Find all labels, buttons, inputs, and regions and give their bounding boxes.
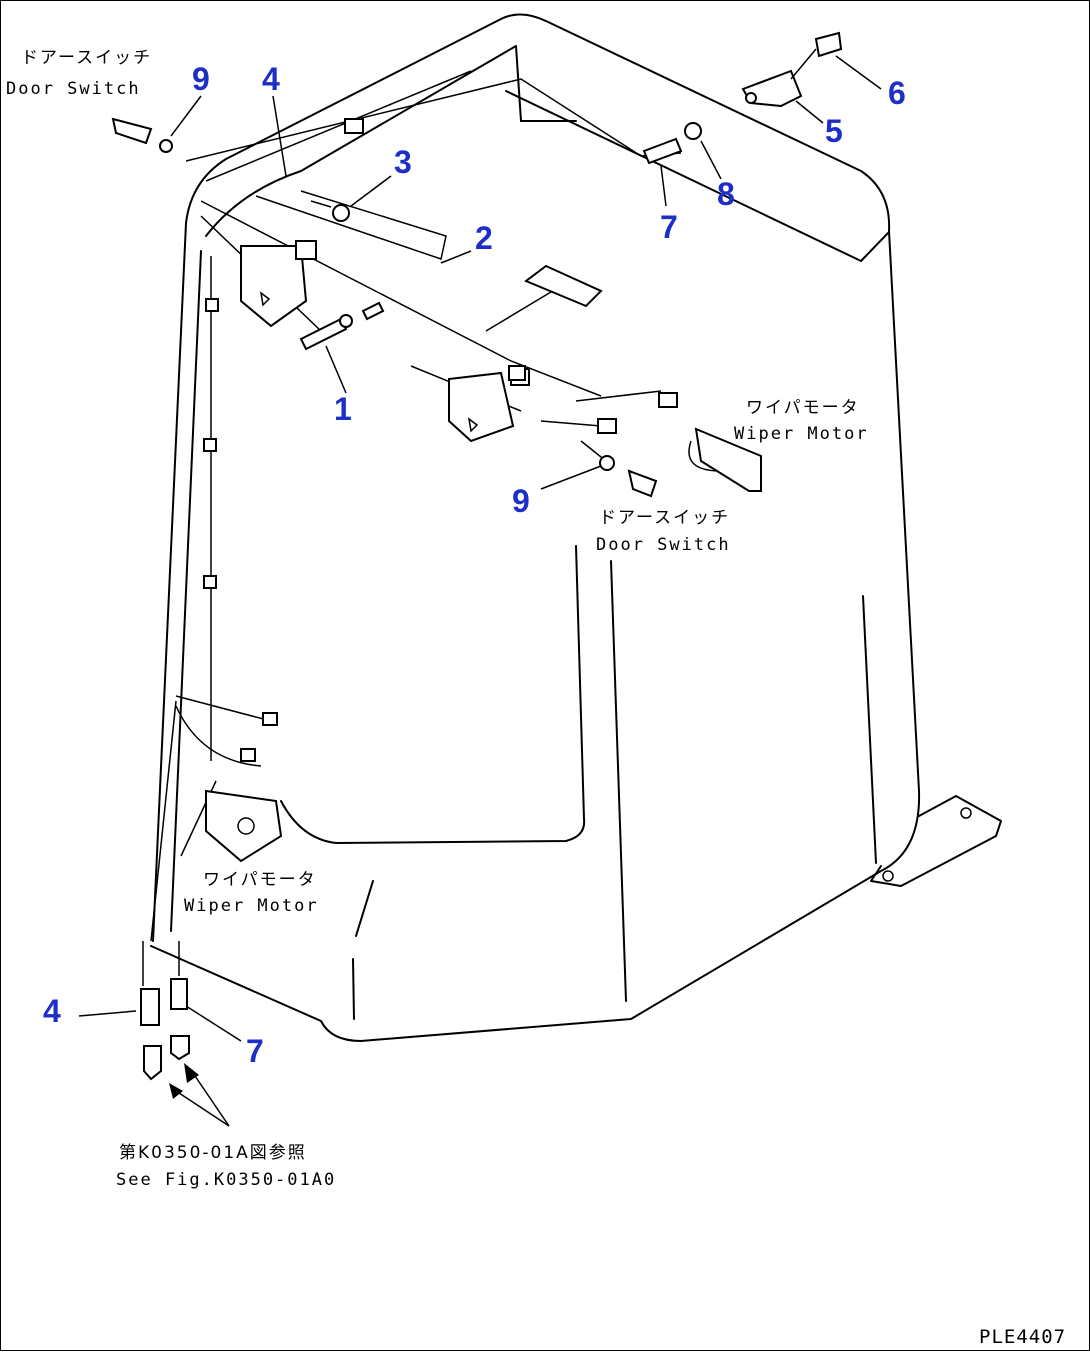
leader-lines [78, 55, 882, 1127]
part-9-grommet-icon [599, 455, 615, 471]
components [111, 31, 843, 1081]
wiper-motor-upper-icon [240, 240, 317, 328]
connector-icon [203, 575, 217, 589]
part-8-nut-icon [684, 122, 702, 140]
callout-4-top: 4 [262, 61, 280, 97]
door-switch-label-jp: ドアースイッチ [21, 48, 152, 68]
callout-7-bottom: 7 [246, 1033, 264, 1069]
part-5-bracket-icon [741, 69, 803, 108]
wiper-motor-lower-icon [205, 789, 283, 863]
drawing-code: PLE4407 [979, 1326, 1066, 1348]
door-switch-label-en: Door Switch [6, 79, 141, 99]
see-figure-label-en: See Fig.K0350-01A0 [116, 1170, 336, 1190]
callout-7-top: 7 [660, 209, 678, 245]
wiper-motor-label-jp-left: ワイパモータ [203, 870, 317, 890]
callout-4-bottom: 4 [43, 993, 61, 1029]
callout-8: 8 [717, 176, 735, 212]
see-figure-label-jp: 第K0350-01A図参照 [119, 1143, 307, 1163]
part-4-hose-icon [140, 988, 160, 1026]
part-6-bolt-icon [790, 31, 843, 80]
door-switch-label-en-center: Door Switch [596, 535, 731, 555]
connector-icon [205, 298, 219, 312]
callout-9-topleft: 9 [192, 61, 210, 97]
connector-icon [203, 438, 217, 452]
connector-icon [658, 392, 678, 408]
part-3-grommet-icon [310, 200, 350, 222]
callout-6: 6 [888, 75, 906, 111]
text-labels: ドアースイッチ Door Switch ドアースイッチ Door Switch … [6, 48, 1066, 1348]
callout-5: 5 [825, 113, 843, 149]
callout-numbers: 9 4 3 2 1 6 5 8 7 9 4 7 [43, 61, 906, 1069]
cab-outline [150, 13, 1002, 1042]
callout-2: 2 [475, 220, 493, 256]
part-7-hose-icon [642, 137, 683, 165]
door-switch-label-jp-center: ドアースイッチ [599, 508, 730, 528]
switch-box-icon [524, 264, 603, 308]
part-7-hose-icon [170, 978, 188, 1010]
wiper-motor-label-jp-right: ワイパモータ [746, 398, 860, 418]
part-1-nozzle-icon [299, 301, 385, 351]
wiper-motor-label-en-right: Wiper Motor [734, 424, 869, 444]
connector-icon [344, 118, 364, 134]
callout-3: 3 [394, 144, 412, 180]
connector-icon [508, 365, 526, 381]
door-switch-center-icon [627, 469, 658, 498]
connector-icon [262, 712, 278, 726]
wiper-motor-label-en-left: Wiper Motor [184, 896, 319, 916]
connector-icon [597, 418, 617, 434]
callout-1: 1 [334, 391, 352, 427]
nozzle-icon [170, 1035, 190, 1061]
connector-icon [240, 748, 256, 762]
door-switch-topleft-icon [111, 117, 173, 153]
callout-9-center: 9 [512, 483, 530, 519]
wiper-motor-right-icon [694, 427, 762, 492]
nozzle-icon [143, 1045, 162, 1081]
